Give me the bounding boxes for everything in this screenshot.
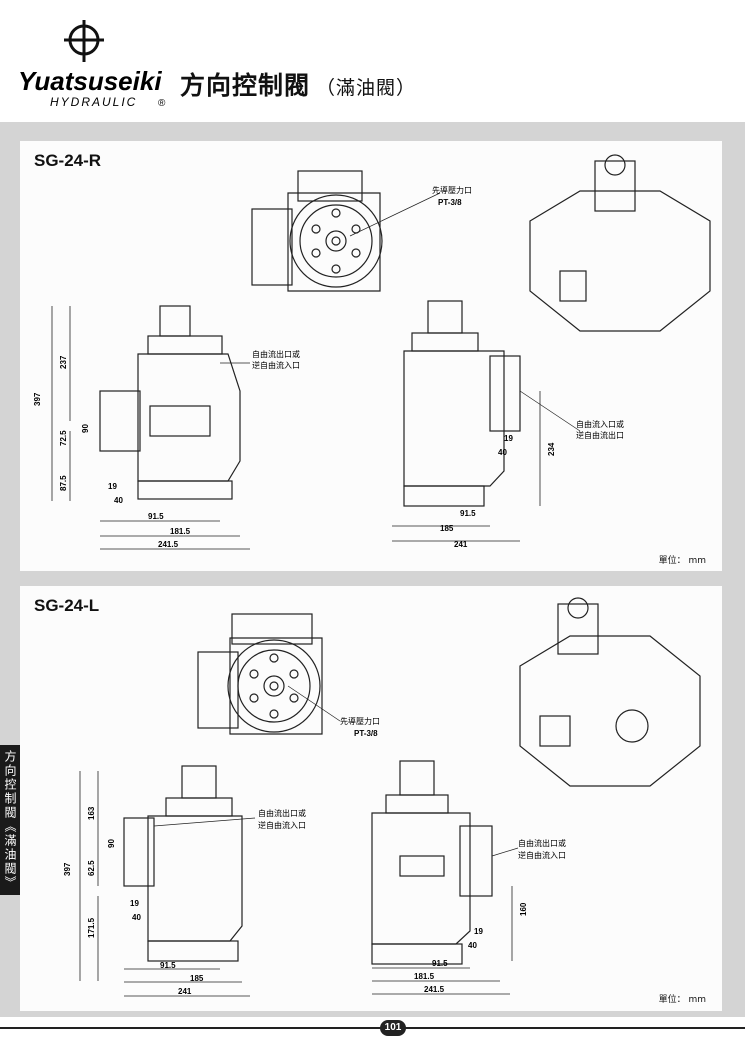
dim-19: 19 bbox=[130, 899, 139, 908]
brand-name: Yuatsuseiki bbox=[18, 66, 162, 96]
dim-241-5: 241.5 bbox=[424, 985, 445, 994]
dim-397: 397 bbox=[33, 392, 42, 406]
dim-19: 19 bbox=[108, 482, 117, 491]
dim-90: 90 bbox=[81, 424, 90, 433]
outlet-inlet2-2: 逆自由流入口 bbox=[518, 850, 566, 860]
pilot-label: 先導壓力口 bbox=[340, 716, 380, 726]
brand-sub: HYDRAULIC bbox=[50, 95, 137, 109]
dim-241-5: 241.5 bbox=[158, 540, 179, 549]
drawing-sg-24-l: 先導壓力口 PT-3/8 自由流出口或 逆自由流入口 自由流出口或 逆自由流入口… bbox=[63, 597, 701, 997]
dim-181-5: 181.5 bbox=[414, 972, 435, 981]
dim-40: 40 bbox=[132, 913, 141, 922]
brand-logo: Yuatsuseiki HYDRAULIC ® bbox=[18, 14, 188, 110]
outlet-inlet-1: 自由流出口或 bbox=[252, 349, 300, 359]
unit-label: 單位： mm bbox=[658, 556, 706, 566]
panel-sg-24-l: SG-24-L 單位： mm bbox=[20, 586, 722, 1011]
page-number: 101 bbox=[380, 1020, 406, 1036]
dim-185: 185 bbox=[190, 974, 204, 983]
inlet-outlet-1: 自由流入口或 bbox=[576, 419, 624, 429]
pilot-port: PT-3/8 bbox=[354, 729, 378, 738]
dim-181-5: 181.5 bbox=[170, 527, 191, 536]
dim-397: 397 bbox=[63, 862, 72, 876]
unit-label: 單位： mm bbox=[658, 995, 706, 1005]
dim-91-5: 91.5 bbox=[148, 512, 164, 521]
page-title-main: 方向控制閥 bbox=[180, 71, 311, 100]
dim-40: 40 bbox=[114, 496, 123, 505]
dim-87-5: 87.5 bbox=[59, 475, 68, 491]
dim-r-40: 40 bbox=[498, 448, 507, 457]
outlet-inlet-2: 逆自由流入口 bbox=[258, 820, 306, 830]
dim-62-5: 62.5 bbox=[87, 860, 96, 876]
model-title: SG-24-R bbox=[34, 151, 102, 170]
dim-237: 237 bbox=[59, 355, 68, 369]
dim-r-19: 19 bbox=[474, 927, 483, 936]
panel-sg-24-r: SG-24-R 單位： mm bbox=[20, 141, 722, 571]
dim-234: 234 bbox=[547, 442, 556, 456]
dim-r-19: 19 bbox=[504, 434, 513, 443]
dim-91-5: 91.5 bbox=[160, 961, 176, 970]
footer-rule bbox=[0, 1027, 745, 1029]
pilot-label: 先導壓力口 bbox=[432, 185, 472, 195]
pilot-port: PT-3/8 bbox=[438, 198, 462, 207]
dim-171-5: 171.5 bbox=[87, 917, 96, 938]
dim-90: 90 bbox=[107, 839, 116, 848]
outlet-inlet-2: 逆自由流入口 bbox=[252, 360, 300, 370]
dim-160: 160 bbox=[519, 902, 528, 916]
outlet-inlet-1: 自由流出口或 bbox=[258, 808, 306, 818]
top-view-port-block bbox=[251, 208, 293, 286]
dim-241: 241 bbox=[178, 987, 192, 996]
dim-185: 185 bbox=[440, 524, 454, 533]
side-tab: 方向控制閥《滿油閥》 bbox=[0, 745, 20, 895]
dim-r-91-5: 91.5 bbox=[432, 959, 448, 968]
page-title-sub: （滿油閥） bbox=[316, 77, 417, 99]
dim-241: 241 bbox=[454, 540, 468, 549]
page-title: 方向控制閥（滿油閥） bbox=[180, 66, 416, 102]
inlet-outlet-2: 逆自由流出口 bbox=[576, 430, 624, 440]
brand-reg: ® bbox=[158, 98, 166, 109]
drawing-sg-24-r: 先導壓力口 PT-3/8 自由流出口或 逆自由流入口 自由流入口或 逆自由流出口… bbox=[33, 154, 711, 550]
dim-r-40: 40 bbox=[468, 941, 477, 950]
model-title: SG-24-L bbox=[34, 596, 100, 615]
dim-163: 163 bbox=[87, 806, 96, 820]
outlet-inlet2-1: 自由流出口或 bbox=[518, 838, 566, 848]
dim-72-5: 72.5 bbox=[59, 430, 68, 446]
dim-r-91-5: 91.5 bbox=[460, 509, 476, 518]
